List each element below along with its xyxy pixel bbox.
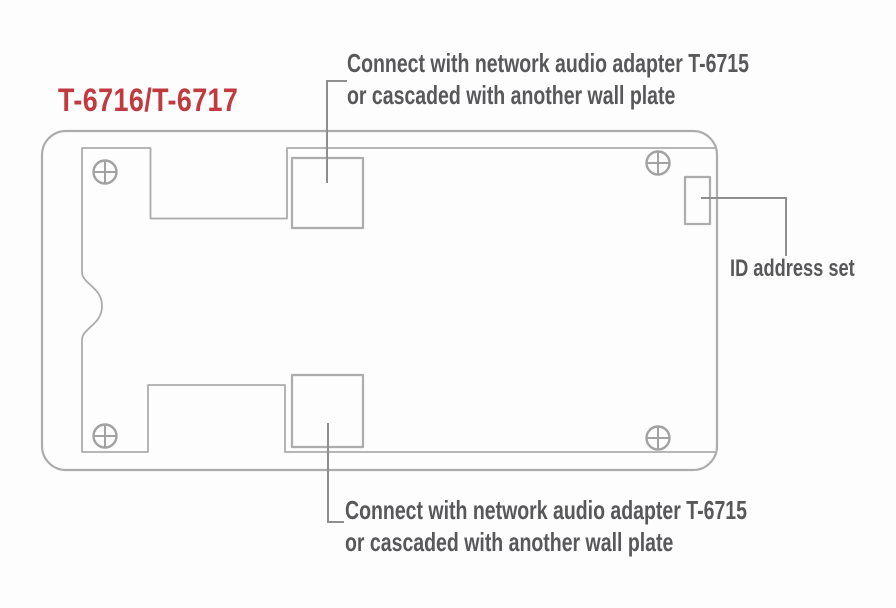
bottom-annotation: Connect with network audio adapter T-671… — [345, 494, 747, 558]
top-annotation-leader-line — [326, 80, 347, 183]
bottom-annotation-line1: Connect with network audio adapter T-671… — [345, 495, 747, 525]
top-annotation-line1: Connect with network audio adapter T-671… — [347, 48, 749, 78]
bottom-annotation-leader-line — [327, 423, 344, 523]
id-switch-label: ID address set — [730, 255, 855, 282]
screw-bottom-right — [645, 425, 671, 451]
screw-bottom-left — [92, 423, 118, 449]
mounting-panel-outline — [81, 147, 715, 453]
wall-plate-outline — [40, 129, 719, 472]
id-address-switch — [683, 175, 712, 226]
model-title: T-6716/T-6717 — [58, 82, 239, 118]
screw-top-left — [92, 159, 118, 185]
top-annotation-line2: or cascaded with another wall plate — [347, 80, 676, 110]
bottom-annotation-line2: or cascaded with another wall plate — [345, 527, 674, 557]
screw-top-right — [645, 150, 671, 176]
top-annotation: Connect with network audio adapter T-671… — [347, 47, 749, 111]
id-switch-leader-line — [701, 197, 787, 256]
